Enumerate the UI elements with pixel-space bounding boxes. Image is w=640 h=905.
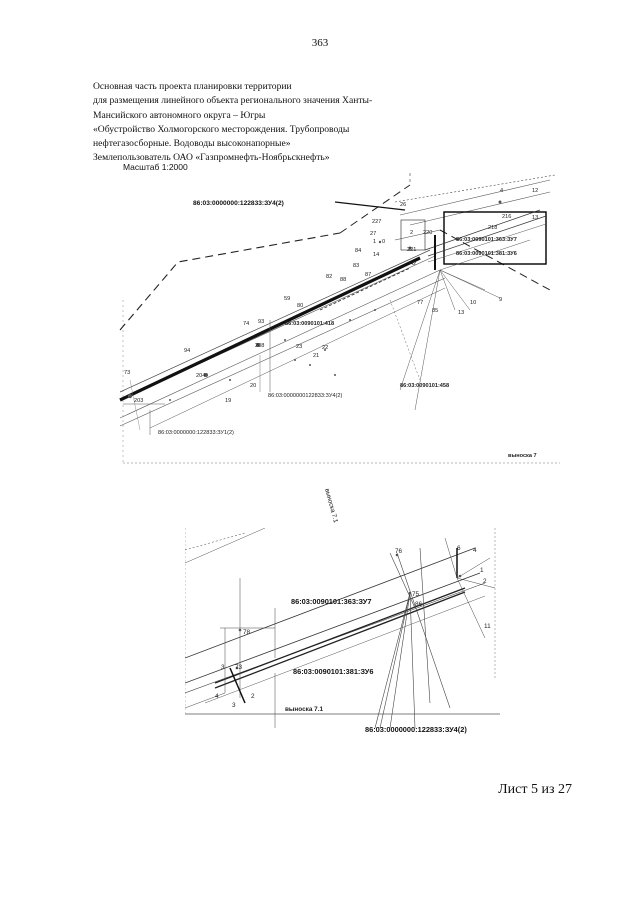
point-label: 6 bbox=[457, 545, 461, 552]
header-line: Мансийского автономного округа – Югры bbox=[93, 109, 266, 121]
header-line: нефтегазосборные. Водоводы высоконапорны… bbox=[93, 138, 291, 150]
callout-label: выноска 7 bbox=[508, 453, 537, 459]
point-label: 73 bbox=[235, 664, 243, 671]
point-label: 94 bbox=[184, 348, 190, 354]
header-line: Основная часть проекта планировки террит… bbox=[93, 81, 292, 92]
point-label: 10 bbox=[470, 300, 476, 306]
point-label: 221 bbox=[407, 247, 416, 253]
point-label: 2 bbox=[410, 230, 413, 236]
point-label: 2 bbox=[483, 578, 487, 585]
point-label: 78 bbox=[243, 629, 251, 636]
header-line: «Обустройство Холмогорского месторождени… bbox=[93, 123, 350, 135]
point-label: 13 bbox=[458, 310, 464, 316]
point-label: 218 bbox=[488, 225, 497, 231]
point-label: 77 bbox=[417, 300, 423, 306]
point-label: 80 bbox=[297, 303, 303, 309]
point-label: 27 bbox=[370, 231, 376, 237]
point-label: 26 bbox=[400, 202, 406, 208]
point-label: 1 bbox=[480, 567, 484, 574]
parcel-label: 86:03:0090101:458 bbox=[400, 383, 449, 389]
point-label: 75 bbox=[412, 591, 420, 598]
point-label: 73 bbox=[124, 370, 130, 376]
point-label: 2 bbox=[251, 693, 255, 700]
parcel-label: 86:03:0090101:381:ЗУ6 bbox=[293, 667, 373, 676]
point-label: 220 bbox=[423, 230, 432, 236]
point-label: 59 bbox=[284, 296, 290, 302]
parcel-label: 86:03:0000000122833:ЗУ4(2) bbox=[268, 393, 343, 399]
point-label: 216 bbox=[502, 214, 511, 220]
point-label: 19 bbox=[225, 398, 231, 404]
document-header: Основная часть проекта планировки террит… bbox=[93, 80, 423, 166]
point-label: 0 bbox=[382, 239, 385, 245]
parcel-label: 86:03:0090101:363:ЗУ7 bbox=[291, 597, 371, 606]
header-line: Землепользователь ОАО «Газпромнефть-Нояб… bbox=[93, 152, 330, 164]
page-number: 363 bbox=[311, 37, 329, 49]
parcel-label: 86:03:0000000:122833:ЗУ4(2) bbox=[193, 200, 284, 207]
point-label: 203 bbox=[134, 398, 143, 404]
point-label: 4 bbox=[473, 547, 477, 554]
point-label: 13 bbox=[532, 215, 538, 221]
parcel-label: 86:03:0090101:363:ЗУ7 bbox=[456, 237, 517, 243]
point-label: 227 bbox=[372, 219, 381, 225]
point-label: 20 bbox=[250, 383, 256, 389]
point-label: 9 bbox=[499, 297, 502, 303]
map-scale-label: Масштаб 1:2000 bbox=[123, 162, 188, 172]
point-label: 76 bbox=[395, 548, 403, 555]
callout-label: выноска 7.1 bbox=[285, 706, 323, 713]
detail-map: 86:03:0090101:363:ЗУ7 86:03:0090101:381:… bbox=[185, 528, 500, 729]
point-label: 1 bbox=[373, 239, 376, 245]
point-label: 22 bbox=[322, 345, 328, 351]
point-label: 85 bbox=[432, 308, 438, 314]
point-label: 3 bbox=[221, 664, 225, 671]
callout-label: выноска 7.1 bbox=[323, 488, 340, 524]
point-label: 87 bbox=[365, 272, 371, 278]
point-label: 83 bbox=[353, 263, 359, 269]
point-label: 74 bbox=[243, 321, 249, 327]
point-label: 42 bbox=[410, 261, 416, 267]
sheet-number: Лист 5 из 27 bbox=[498, 782, 572, 797]
point-label: 11 bbox=[484, 623, 491, 630]
point-label: 82 bbox=[326, 274, 332, 280]
point-label: 4 bbox=[215, 693, 219, 700]
point-label: 204 bbox=[196, 373, 205, 379]
main-map: 86:03:0000000:122833:ЗУ4(2) 86:03:009010… bbox=[119, 170, 560, 464]
header-line: для размещения линейного объекта региона… bbox=[93, 95, 373, 107]
point-label: 88 bbox=[340, 277, 346, 283]
point-label: 21 bbox=[313, 353, 319, 359]
point-label: 208 bbox=[255, 343, 264, 349]
point-label: 14 bbox=[373, 252, 379, 258]
point-label: 12 bbox=[532, 188, 538, 194]
point-label: 86 bbox=[415, 601, 423, 608]
point-label: 93 bbox=[258, 319, 264, 325]
point-label: 23 bbox=[296, 344, 302, 350]
parcel-label: 86:03:0090101:381:ЗУ6 bbox=[456, 251, 517, 257]
point-label: 4 bbox=[500, 188, 503, 194]
point-label: 3 bbox=[232, 702, 236, 709]
parcel-label: 86:03:0000000:122833:ЗУ1(2) bbox=[158, 430, 234, 436]
parcel-label: 86:03:0090101:418 bbox=[285, 321, 334, 327]
point-label: 84 bbox=[355, 248, 361, 254]
parcel-label: 86:03:0000000:122833:ЗУ4(2) bbox=[365, 725, 467, 734]
